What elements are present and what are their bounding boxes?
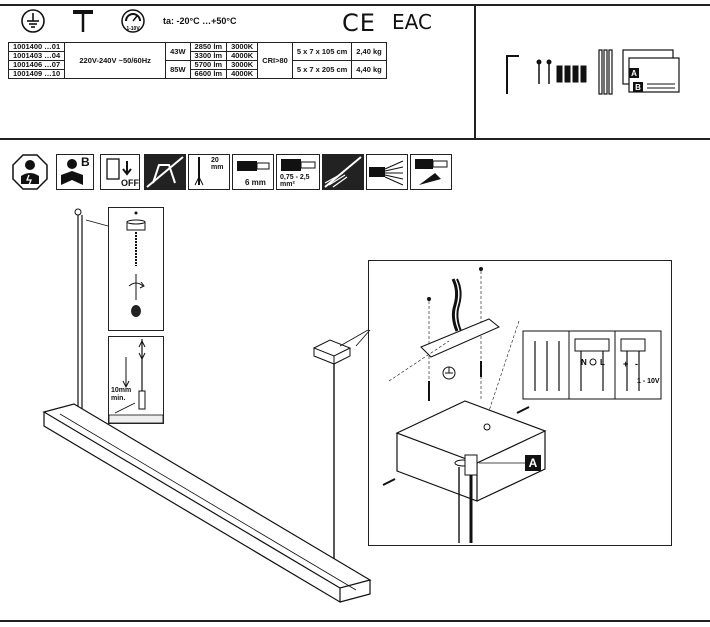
no-water-icon bbox=[144, 154, 186, 190]
ce-mark: CE bbox=[342, 9, 376, 37]
weight-cell: 2,40 kg bbox=[351, 42, 387, 61]
electrician-icon bbox=[12, 154, 48, 190]
dimmable-icon: 1-10V bbox=[121, 9, 145, 33]
dims-cell: 5 x 7 x 105 cm bbox=[291, 42, 353, 61]
terminal-n: N bbox=[581, 358, 587, 367]
voltage-cell: 220V-240V ~50/60Hz bbox=[64, 42, 167, 79]
power-off-icon: OFF bbox=[100, 154, 140, 190]
eac-mark: EAC bbox=[392, 10, 432, 34]
package-contents: A B bbox=[506, 49, 680, 95]
dim-label: 1-10V bbox=[126, 26, 140, 32]
cct-cell: 4000K bbox=[226, 69, 259, 79]
weight-cell: 4,40 kg bbox=[351, 60, 387, 79]
terminal-dim: 1 - 10V bbox=[637, 378, 660, 385]
ceiling-mount-icon bbox=[73, 10, 93, 32]
spec-table: 1001400 …01 220V-240V ~50/60Hz 43W 2850 … bbox=[7, 42, 387, 79]
code-cell: 1001409 …10 bbox=[7, 69, 66, 79]
header-bottom-border bbox=[0, 138, 710, 140]
contents-label-a: A bbox=[631, 69, 637, 78]
twist-strands-icon bbox=[366, 154, 408, 190]
terminal-plus: + bbox=[623, 359, 628, 369]
wiring-label-a: A bbox=[529, 456, 538, 470]
detail-cable-panel: 10mm min. bbox=[108, 336, 164, 424]
contents-label-b: B bbox=[635, 83, 641, 92]
earth-ground-icon bbox=[21, 9, 45, 33]
header-divider bbox=[474, 4, 476, 138]
strip-6-label: 6 mm bbox=[245, 178, 266, 187]
ferrule-crimp-icon bbox=[410, 154, 452, 190]
bottom-border bbox=[0, 620, 710, 622]
terminal-l: L bbox=[600, 358, 605, 367]
read-manual-icon: B bbox=[56, 154, 94, 190]
detail-mounting-panel bbox=[108, 207, 164, 331]
strip-20-label: 20 mm bbox=[211, 157, 224, 171]
hex-key-icon bbox=[506, 55, 519, 94]
screws-icon bbox=[536, 59, 587, 84]
dims-cell: 5 x 7 x 205 cm bbox=[291, 60, 353, 79]
power-cell: 43W bbox=[165, 42, 191, 61]
cri-cell: CRI>80 bbox=[257, 42, 293, 79]
lumen-cell: 6600 lm bbox=[189, 69, 228, 79]
wire-cross-label: 0,75 - 2,5 mm² bbox=[280, 174, 310, 188]
min-gap-label: 10mm min. bbox=[111, 387, 132, 402]
manual-sheets-icon: A B bbox=[622, 49, 680, 93]
strip-20mm-icon: 20 mm bbox=[188, 154, 230, 190]
luminaire-drawing bbox=[42, 208, 372, 604]
ambient-temperature: ta: -20°C …+50°C bbox=[163, 16, 237, 26]
wire-cross-section-icon: 0,75 - 2,5 mm² bbox=[276, 154, 320, 190]
terminal-minus: - bbox=[635, 359, 638, 369]
power-cell: 85W bbox=[165, 60, 191, 79]
no-stranded-wire-icon bbox=[322, 154, 364, 190]
power-off-label: OFF bbox=[121, 178, 139, 188]
suspension-cables-icon bbox=[598, 49, 613, 95]
top-border bbox=[0, 4, 710, 6]
callout-line bbox=[340, 329, 369, 347]
strip-6mm-icon: 6 mm bbox=[232, 154, 274, 190]
detail-wiring-panel: A N L + - 1 - 10V bbox=[368, 260, 672, 546]
read-manual-b: B bbox=[81, 155, 90, 169]
